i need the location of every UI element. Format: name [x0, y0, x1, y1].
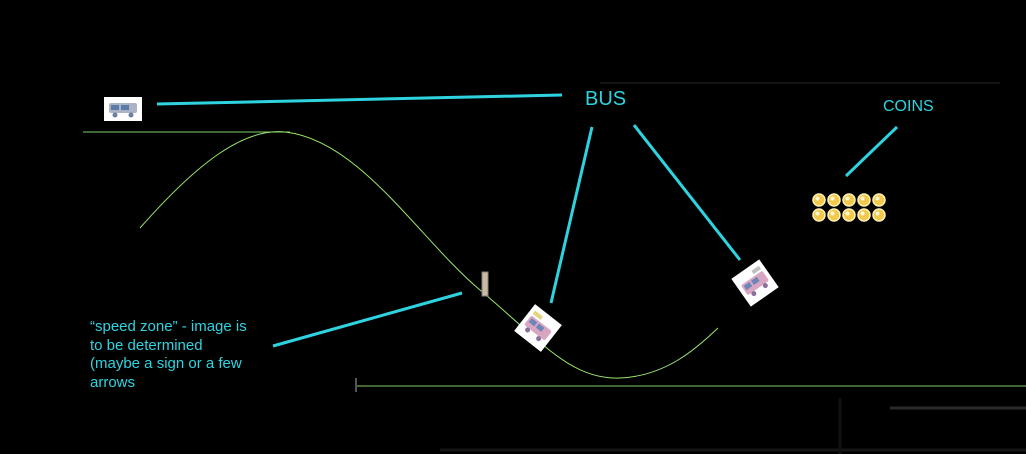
wavy-track [139, 131, 719, 379]
coin-shine [875, 196, 880, 201]
coin-icon [827, 193, 841, 207]
speed-zone-note: “speed zone” - image is to be determined… [90, 318, 300, 392]
coins-connector-line [844, 125, 899, 178]
coin-icon [857, 208, 871, 222]
coin-icon [872, 208, 886, 222]
speed-zone-marker-icon [481, 271, 489, 297]
coin-icon [857, 193, 871, 207]
coin-icon [812, 208, 826, 222]
bus-connector-line-3 [632, 124, 742, 261]
coin-icon [842, 193, 856, 207]
coin-shine [845, 211, 850, 216]
coin-shine [860, 211, 865, 216]
coin-shine [830, 196, 835, 201]
coin-shine [815, 196, 820, 201]
bus-sprite-icon [104, 97, 142, 121]
coin-icon [827, 208, 841, 222]
bus-label: BUS [585, 88, 627, 110]
coin-shine [815, 211, 820, 216]
coins-label: COINS [883, 98, 934, 115]
coin-icon [812, 193, 826, 207]
bus-connector-line-2 [549, 126, 594, 304]
bus-sprite-icon [514, 304, 562, 352]
coins-group [812, 193, 886, 222]
speed-zone-note-line-3: (maybe a sign or a few [90, 355, 242, 372]
speed-zone-note-line-2: to be determined [90, 336, 203, 354]
bus-connector-line-1 [156, 93, 563, 106]
coin-icon [872, 193, 886, 207]
speed-zone-connector-line [272, 291, 463, 348]
speed-zone-note-line-4: arrows [90, 373, 136, 391]
speed-zone-note-line-1: “speed zone” - image is [90, 318, 247, 335]
coin-shine [845, 196, 850, 201]
coin-shine [875, 211, 880, 216]
coin-shine [830, 211, 835, 216]
coin-icon [842, 208, 856, 222]
bus-sprite-icon [731, 259, 779, 307]
coin-shine [860, 196, 865, 201]
